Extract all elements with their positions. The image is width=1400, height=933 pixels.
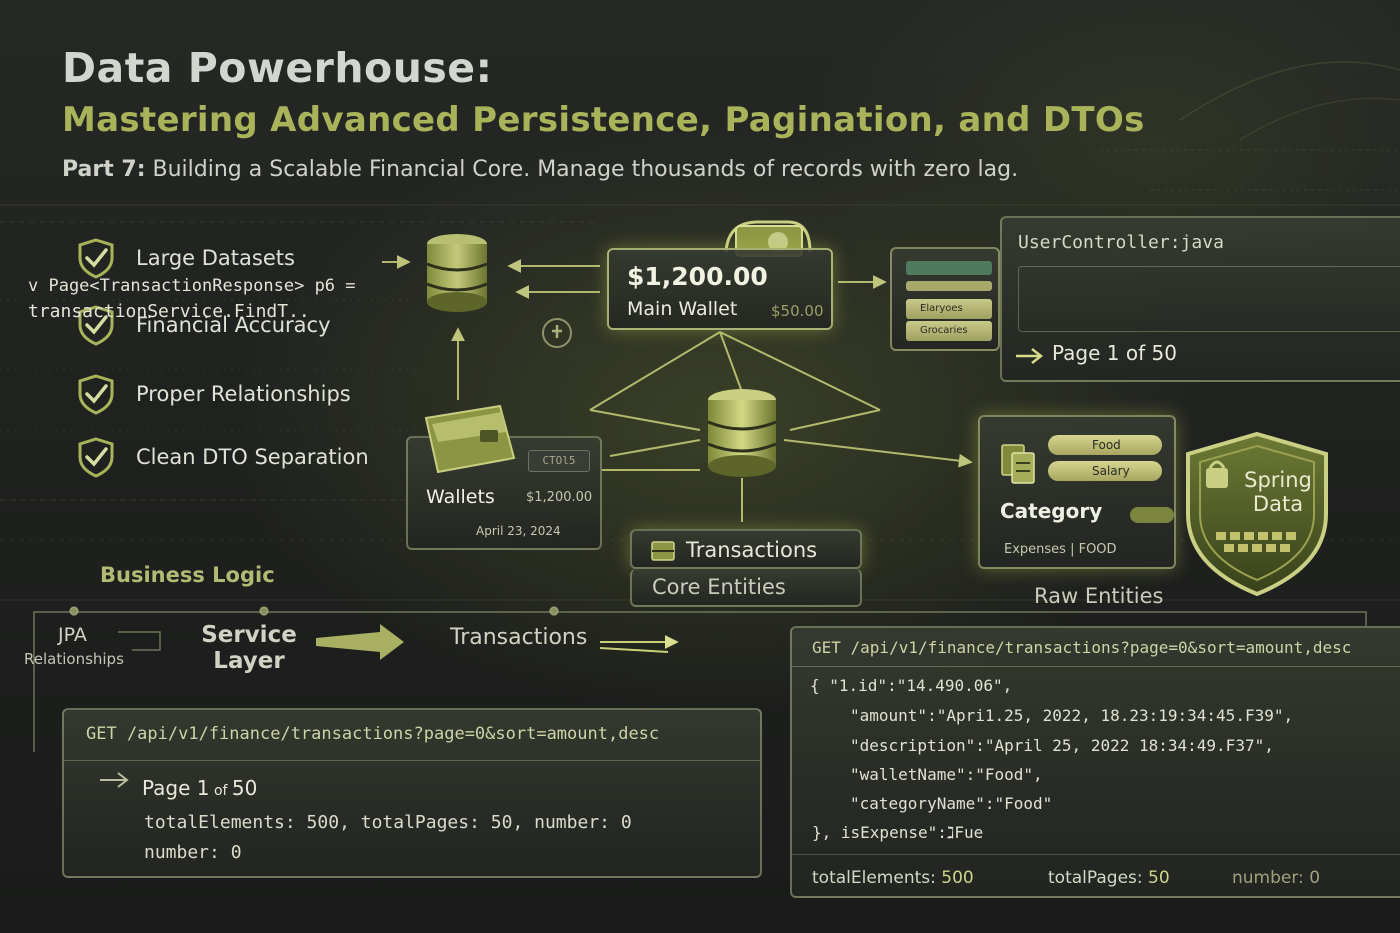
wallets-panel: CTOl5 Wallets $1,200.00 April 23, 2024 (406, 436, 602, 550)
category-list-panel: Elaryoes Grocaries (890, 247, 1000, 351)
category-list-item: Elaryoes (906, 299, 992, 319)
wallets-amount: $1,200.00 (526, 490, 593, 505)
stat-value: 500 (941, 868, 974, 888)
category-list-divider (906, 281, 992, 291)
category-title: Category (1000, 499, 1103, 523)
jpa-label: JPA (58, 624, 87, 646)
wallets-date: April 23, 2024 (476, 524, 561, 538)
database-icon (426, 234, 488, 312)
tagline: Part 7: Building a Scalable Financial Co… (62, 157, 1018, 182)
page-indicator: Page 1 of 50 (142, 776, 257, 800)
tagline-part: Part 7: (62, 157, 146, 182)
request-endpoint: GET /api/v1/finance/transactions?page=0&… (86, 724, 660, 744)
wallet-tag: CTOl5 (528, 450, 590, 472)
stat-label: number: (1232, 868, 1304, 888)
request-endpoint: GET /api/v1/finance/transactions?page=0&… (812, 638, 1352, 657)
transactions-label: Transactions (686, 538, 818, 562)
check-shield-icon (78, 374, 114, 415)
stat-label: totalElements: (812, 868, 936, 888)
wallet-name: Main Wallet (627, 298, 738, 320)
code-file-name: UserController:java (1018, 232, 1224, 253)
transactions-entity-box: Transactions (630, 529, 862, 569)
request-panel-right: GET /api/v1/finance/transactions?page=0&… (790, 626, 1400, 898)
json-line: { "1.id":"14.490.06", (810, 676, 1013, 695)
wallet-secondary-amount: $50.00 (771, 302, 824, 320)
business-logic-label: Business Logic (100, 563, 275, 587)
shield-lock-icon (1186, 431, 1328, 597)
shield-label: Spring Data (1230, 468, 1326, 516)
page-number: number: 0 (1232, 868, 1320, 888)
check-shield-icon (78, 305, 114, 346)
controller-code-panel: UserController:java (1000, 216, 1400, 382)
checklist-label: Clean DTO Separation (136, 445, 369, 469)
page-subtitle: Mastering Advanced Persistence, Paginati… (62, 100, 1145, 140)
json-line: "categoryName":"Food" (850, 794, 1053, 813)
transactions-flow-label: Transactions (450, 625, 588, 650)
checklist-item: Financial Accuracy (74, 303, 331, 347)
code-line: v Page<TransactionResponse> p6 = (28, 276, 356, 296)
stat-value: 50 (1148, 868, 1170, 888)
json-line: "amount":"Apri1.25, 2022, 18.23:19:34:45… (850, 706, 1294, 725)
shield-label-line: Spring (1244, 468, 1312, 492)
checklist-item: Large Datasets (74, 236, 295, 280)
cabinet-icon (651, 541, 675, 561)
category-pill: Food (1048, 435, 1162, 455)
checklist-label: Large Datasets (136, 246, 295, 270)
panel-divider (792, 666, 1400, 667)
json-line: }, isExpense":ℷFue (812, 823, 984, 842)
page-of: of (209, 783, 232, 799)
main-wallet-card: $1,200.00 Main Wallet $50.00 (607, 248, 833, 330)
stat-label: totalPages: (1048, 868, 1143, 888)
checklist-item: Proper Relationships (74, 372, 351, 416)
page-title: Data Powerhouse: (62, 44, 493, 92)
service-layer-label: Service Layer (196, 622, 302, 674)
request-panel-left: GET /api/v1/finance/transactions?page=0&… (62, 708, 762, 878)
database-icon (707, 389, 777, 477)
total-elements: totalElements: 500 (812, 868, 974, 888)
raw-entities-label: Raw Entities (1034, 584, 1164, 608)
category-list-header (906, 261, 992, 275)
code-block (1018, 266, 1400, 332)
category-pill: Salary (1048, 461, 1162, 481)
json-line: "description":"April 25, 2022 18:34:49.F… (850, 736, 1274, 755)
wallet-icon (424, 404, 516, 474)
panel-divider (792, 854, 1400, 855)
document-stack-icon (1001, 444, 1035, 484)
wallets-label: Wallets (426, 486, 495, 508)
shield-label-line: Data (1252, 492, 1304, 516)
check-shield-icon (78, 437, 114, 478)
category-toggle (1130, 507, 1174, 523)
relationships-label: Relationships (24, 650, 124, 668)
code-line: transactionService.FindT.. (28, 301, 310, 322)
wallet-balance: $1,200.00 (627, 262, 768, 291)
checklist-item: Clean DTO Separation (74, 435, 369, 479)
category-subtitle: Expenses | FOOD (1004, 542, 1117, 557)
core-entities-label: Core Entities (652, 575, 786, 599)
category-panel: Food Salary Category Expenses | FOOD (978, 415, 1176, 569)
core-entities-box: Core Entities (630, 569, 862, 607)
total-pages: totalPages: 50 (1048, 868, 1170, 888)
service-label-line: Layer (213, 648, 285, 674)
category-list-item: Grocaries (906, 321, 992, 341)
pin-icon (542, 318, 572, 348)
check-shield-icon (78, 238, 114, 279)
page-indicator: Page 1 of 50 (1052, 341, 1177, 365)
tagline-text: Building a Scalable Financial Core. Mana… (145, 157, 1019, 182)
page-total: 50 (231, 776, 258, 800)
stat-value: 0 (1309, 868, 1321, 888)
checklist-label: Financial Accuracy (136, 313, 331, 337)
json-line: "walletName":"Food", (850, 765, 1043, 784)
service-label-line: Service (201, 622, 297, 648)
arrow-right-icon (100, 772, 129, 788)
pagination-meta: totalElements: 500, totalPages: 50, numb… (144, 812, 632, 833)
checklist-label: Proper Relationships (136, 382, 351, 406)
page-label: Page 1 (142, 776, 210, 800)
panel-divider (64, 760, 760, 761)
pagination-meta: number: 0 (144, 842, 242, 863)
arrow-right-icon (1016, 348, 1044, 364)
